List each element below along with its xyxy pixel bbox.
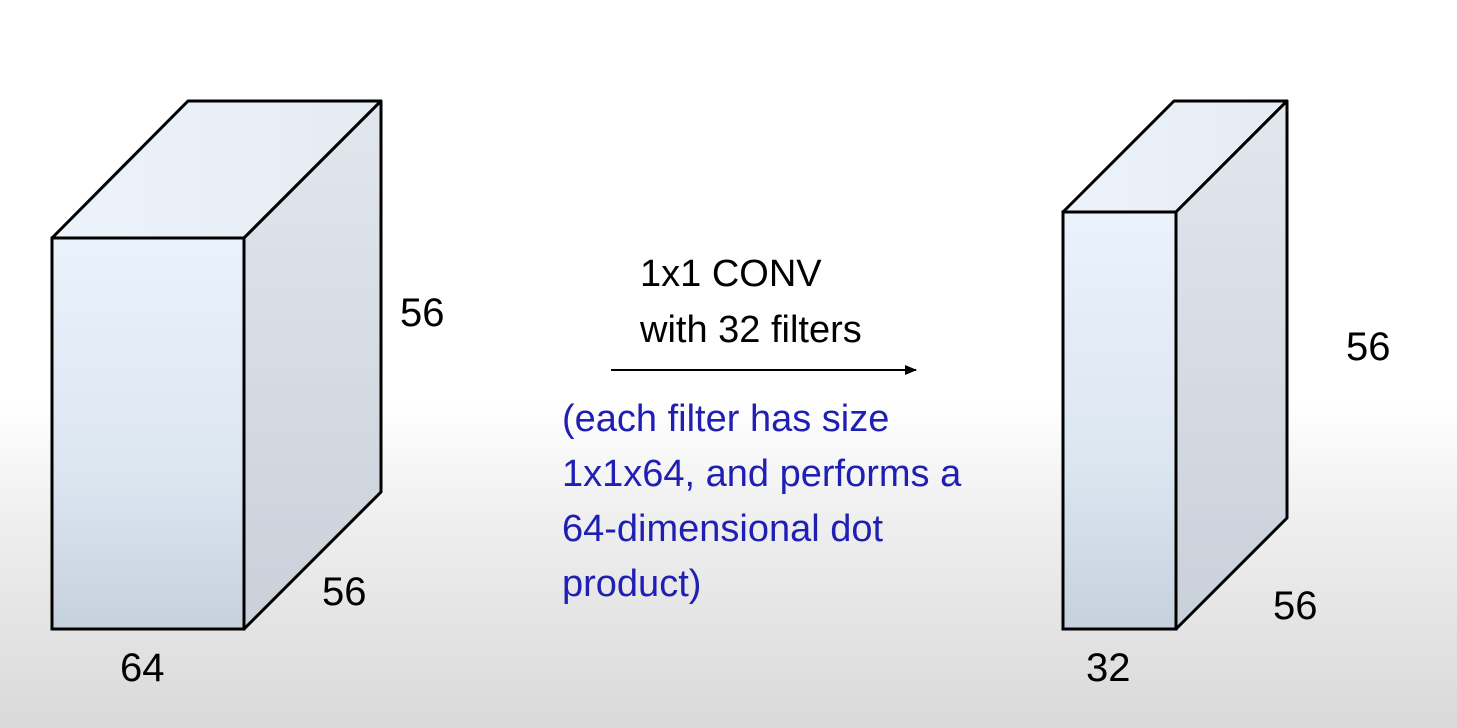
input-volume-front-face [50, 236, 246, 631]
output-depth-label: 56 [1273, 584, 1318, 628]
operation-note-line-3: 64-dimensional dot [562, 508, 884, 550]
output-volume [1061, 99, 1289, 631]
output-width-label: 32 [1086, 646, 1131, 690]
operation-note-line-1: (each filter has size [562, 398, 890, 440]
operation-note-line-4: product) [562, 563, 702, 605]
input-height-label: 56 [400, 291, 445, 335]
operation-title-line-2: with 32 filters [640, 309, 862, 351]
output-volume-front-face [1061, 210, 1178, 631]
operation-title: 1x1 CONV with 32 filters [640, 246, 862, 358]
operation-title-line-1: 1x1 CONV [640, 253, 822, 295]
output-height-label: 56 [1346, 325, 1391, 369]
operation-note: (each filter has size 1x1x64, and perfor… [562, 392, 961, 612]
input-volume [50, 99, 383, 631]
input-depth-label: 56 [322, 570, 367, 614]
operation-note-line-2: 1x1x64, and performs a [562, 453, 962, 495]
input-width-label: 64 [120, 646, 165, 690]
